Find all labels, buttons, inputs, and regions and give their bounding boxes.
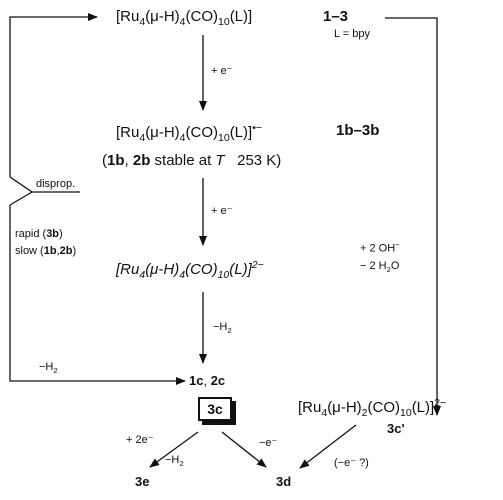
box-3c: 3c: [198, 397, 232, 421]
arrow-left-bottom: [9, 205, 186, 385]
arrow-3c-3d-label: −e⁻: [259, 437, 278, 449]
compound-radical-label: 1b–3b: [336, 122, 380, 139]
compound-radical-formula: [Ru4(μ-H)4(CO)10(L)]•−: [116, 122, 262, 144]
right-path-label: + 2 OH−− 2 H2O: [360, 240, 400, 274]
arrow-to-3e: [149, 431, 199, 468]
product-3e: 3e: [135, 474, 150, 489]
arrow-3c-to-3d: [221, 431, 267, 468]
step1-label: + e⁻: [211, 65, 233, 77]
compound-3c-prime-label: 3c': [387, 421, 405, 436]
disprop-bracket: [9, 176, 34, 206]
arrow-3e-lower-label: −H2: [165, 454, 184, 469]
left-path-label: −H2: [39, 361, 58, 376]
arrow-3cprime-3d-label: (−e⁻ ?): [334, 457, 369, 469]
compound-top-label: 1–3: [323, 8, 349, 25]
arrow-3e-upper-label: + 2e⁻: [126, 434, 154, 446]
step2-label: + e⁻: [211, 205, 233, 217]
disprop-label: disprop.: [36, 178, 76, 190]
products-1c-2c: 1c, 2c: [189, 373, 226, 388]
arrow-3cprime-to-3d: [299, 424, 357, 469]
stability-note: (1b, 2b stable at T 253 K): [102, 152, 282, 169]
product-3d: 3d: [276, 474, 292, 489]
rapid-slow-note: rapid (3b)slow (1b,2b): [15, 228, 77, 257]
compound-top-formula: [Ru4(μ-H)4(CO)10(L)]: [116, 8, 253, 28]
compound-dianion-formula: [Ru4(μ-H)4(CO)10(L)]2−: [116, 259, 264, 281]
compound-3c-prime-formula: [Ru4(μ-H)2(CO)10(L)]2−: [298, 397, 447, 419]
arrow-right-path: [385, 17, 441, 416]
ligand-note: L = bpy: [334, 28, 370, 40]
step3-label: −H2: [213, 321, 232, 336]
arrow-left-top: [9, 13, 98, 177]
